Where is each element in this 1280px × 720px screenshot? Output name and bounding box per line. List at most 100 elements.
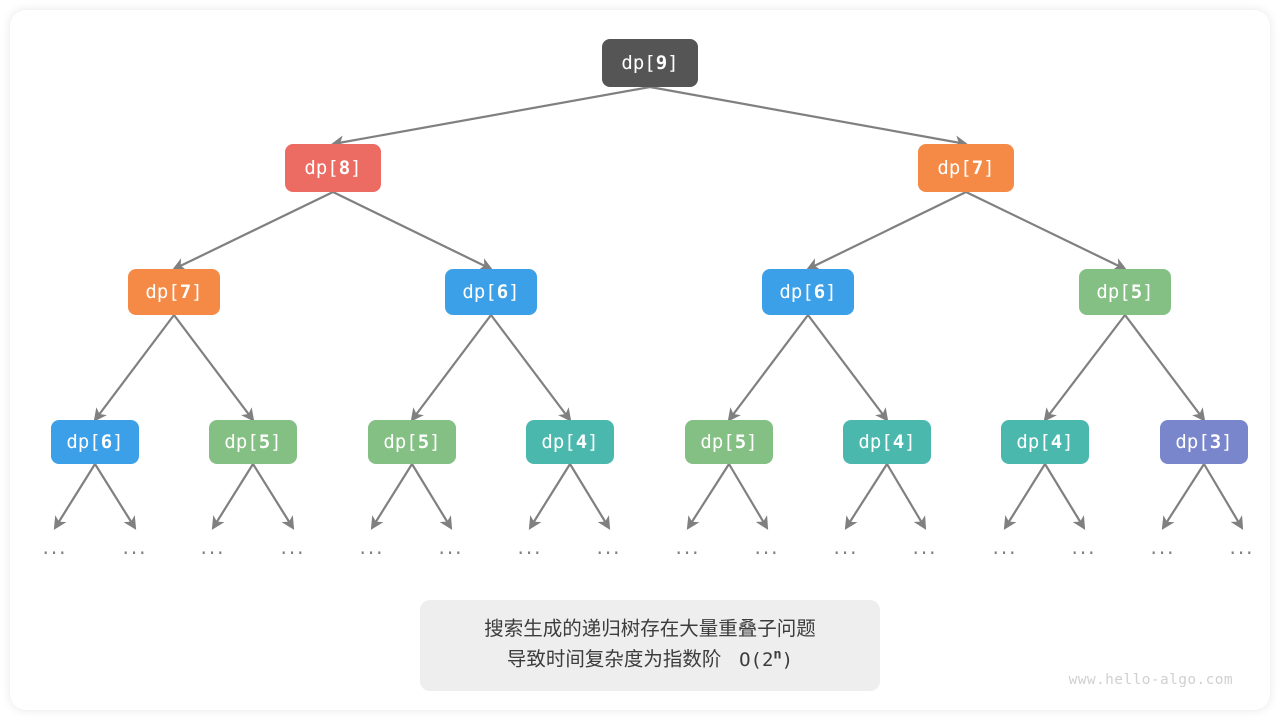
- tree-edge-5: [806, 191, 967, 271]
- node-suffix: ]: [429, 431, 441, 453]
- ellipsis-7: ...: [517, 535, 543, 559]
- tree-node-n7-r: dp[7]: [918, 144, 1014, 192]
- node-prefix: dp[: [383, 431, 418, 453]
- node-prefix: dp[: [937, 157, 972, 179]
- ellipsis-15: ...: [1150, 535, 1176, 559]
- tree-edge-6: [965, 191, 1127, 271]
- complexity-close: ): [781, 648, 794, 671]
- tree-edge-8: [173, 314, 255, 422]
- ellipsis-6: ...: [438, 535, 464, 559]
- node-prefix: dp[: [541, 431, 576, 453]
- node-prefix: dp[: [700, 431, 735, 453]
- tree-edge-29: [1161, 463, 1205, 530]
- node-index: 5: [1130, 281, 1143, 303]
- ellipsis-9: ...: [675, 535, 701, 559]
- tree-edge-23: [686, 463, 730, 530]
- tree-node-l3-7: dp[4]: [1001, 420, 1089, 464]
- ellipsis-12: ...: [912, 535, 938, 559]
- tree-edge-16: [94, 463, 137, 530]
- tree-edge-11: [727, 314, 809, 422]
- node-suffix: ]: [904, 431, 916, 453]
- node-suffix: ]: [270, 431, 282, 453]
- tree-edge-7: [93, 314, 175, 422]
- node-index: 5: [734, 431, 747, 453]
- node-suffix: ]: [825, 281, 837, 303]
- tree-node-l3-1: dp[6]: [51, 420, 139, 464]
- ellipsis-3: ...: [200, 535, 226, 559]
- node-prefix: dp[: [1016, 431, 1051, 453]
- node-index: 4: [575, 431, 588, 453]
- tree-edge-21: [528, 463, 571, 530]
- tree-edge-9: [410, 314, 492, 422]
- node-index: 4: [892, 431, 905, 453]
- ellipsis-8: ...: [596, 535, 622, 559]
- node-index: 6: [496, 281, 509, 303]
- tree-edge-17: [211, 463, 254, 530]
- node-index: 3: [1209, 431, 1222, 453]
- node-index: 9: [655, 52, 668, 74]
- tree-node-n8-l: dp[8]: [285, 144, 381, 192]
- node-suffix: ]: [350, 157, 362, 179]
- node-index: 7: [971, 157, 984, 179]
- diagram-card: dp[9]dp[8]dp[7]dp[7]dp[6]dp[6]dp[5]dp[6]…: [10, 10, 1270, 710]
- tree-edge-14: [1124, 314, 1206, 422]
- tree-edge-12: [807, 314, 889, 422]
- tree-edge-26: [886, 463, 927, 530]
- tree-node-n7-ll: dp[7]: [128, 269, 220, 315]
- tree-edge-2: [649, 85, 969, 149]
- ellipsis-13: ...: [992, 535, 1018, 559]
- node-suffix: ]: [983, 157, 995, 179]
- tree-edge-20: [411, 463, 453, 530]
- tree-node-n6-rl: dp[6]: [762, 269, 854, 315]
- tree-edge-24: [728, 463, 769, 530]
- tree-node-n9: dp[9]: [602, 39, 698, 87]
- node-index: 8: [338, 157, 351, 179]
- tree-edge-19: [370, 463, 413, 530]
- node-prefix: dp[: [779, 281, 814, 303]
- node-prefix: dp[: [858, 431, 893, 453]
- node-suffix: ]: [587, 431, 599, 453]
- tree-edge-18: [252, 463, 295, 530]
- node-index: 7: [179, 281, 192, 303]
- node-index: 4: [1050, 431, 1063, 453]
- node-suffix: ]: [746, 431, 758, 453]
- tree-edge-1: [330, 85, 651, 149]
- tree-edge-4: [332, 191, 493, 271]
- ellipsis-14: ...: [1071, 535, 1097, 559]
- ellipsis-16: ...: [1229, 535, 1255, 559]
- tree-edge-22: [569, 463, 611, 530]
- ellipsis-2: ...: [122, 535, 148, 559]
- complexity-exponent: n: [773, 646, 782, 663]
- tree-edge-28: [1044, 463, 1086, 530]
- tree-node-l3-8: dp[3]: [1160, 420, 1248, 464]
- node-suffix: ]: [667, 52, 679, 74]
- tree-node-l3-2: dp[5]: [209, 420, 297, 464]
- node-suffix: ]: [1062, 431, 1074, 453]
- tree-edge-13: [1043, 314, 1126, 422]
- node-suffix: ]: [112, 431, 124, 453]
- node-prefix: dp[: [621, 52, 656, 74]
- tree-edge-10: [490, 314, 572, 422]
- node-index: 5: [417, 431, 430, 453]
- tree-node-l3-5: dp[5]: [685, 420, 773, 464]
- caption-line-1: 搜索生成的递归树存在大量重叠子问题: [484, 617, 816, 640]
- ellipsis-11: ...: [833, 535, 859, 559]
- ellipsis-10: ...: [754, 535, 780, 559]
- node-suffix: ]: [191, 281, 203, 303]
- tree-edge-25: [844, 463, 888, 530]
- ellipsis-4: ...: [280, 535, 306, 559]
- watermark: www.hello-algo.com: [1068, 672, 1233, 688]
- tree-edge-3: [172, 191, 334, 271]
- tree-node-n6-lr: dp[6]: [445, 269, 537, 315]
- caption-box: 搜索生成的递归树存在大量重叠子问题 导致时间复杂度为指数阶 O(2n): [420, 600, 880, 691]
- node-prefix: dp[: [66, 431, 101, 453]
- node-index: 6: [813, 281, 826, 303]
- tree-edge-30: [1203, 463, 1244, 530]
- tree-node-l3-6: dp[4]: [843, 420, 931, 464]
- caption-line-2-text: 导致时间复杂度为指数阶: [506, 647, 722, 671]
- tree-node-l3-4: dp[4]: [526, 420, 614, 464]
- complexity-open: O(2: [739, 648, 774, 671]
- node-index: 6: [100, 431, 113, 453]
- complexity-expression: O(2n): [728, 646, 794, 671]
